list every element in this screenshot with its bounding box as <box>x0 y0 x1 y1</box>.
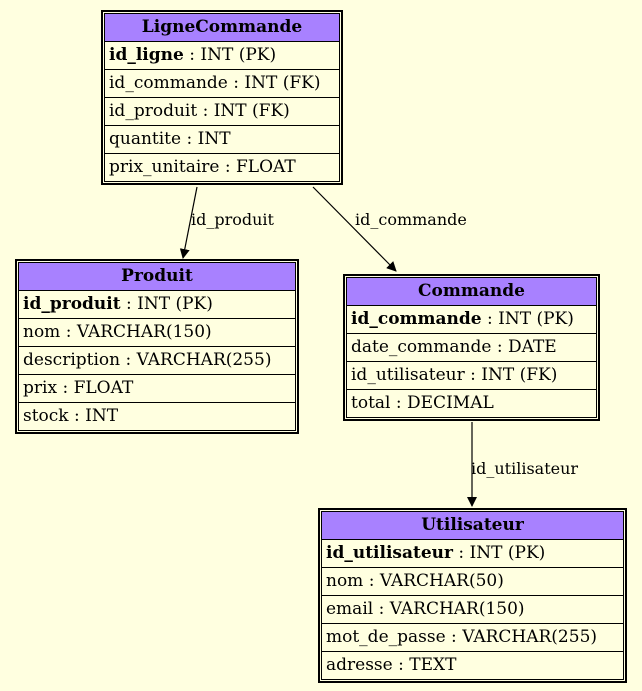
field-type: : FLOAT <box>219 157 296 177</box>
field-name: id_ligne <box>109 45 184 65</box>
table-produit: Produit id_produit : INT (PK)nom : VARCH… <box>15 259 299 434</box>
field-name: id_utilisateur <box>326 543 454 563</box>
table-row: date_commande : DATE <box>347 334 596 362</box>
edge-ligne-commande <box>312 186 397 272</box>
field-name: adresse <box>326 655 393 675</box>
table-row: id_produit : INT (FK) <box>105 98 339 126</box>
field-type: : DECIMAL <box>390 393 494 413</box>
field-type: : INT (PK) <box>481 309 574 329</box>
edge-label-id-utilisateur: id_utilisateur <box>471 459 578 478</box>
table-row: email : VARCHAR(150) <box>322 596 623 624</box>
edge-label-id-commande: id_commande <box>355 210 467 229</box>
field-name: email <box>326 599 374 619</box>
field-name: date_commande <box>351 337 492 357</box>
table-commande: Commande id_commande : INT (PK)date_comm… <box>343 274 600 421</box>
table-row: mot_de_passe : VARCHAR(255) <box>322 624 623 652</box>
table-row: id_produit : INT (PK) <box>19 291 295 319</box>
field-name: id_commande <box>351 309 482 329</box>
field-type: : DATE <box>491 337 557 357</box>
table-header: Commande <box>347 278 596 306</box>
field-name: prix_unitaire <box>109 157 220 177</box>
table-header: Produit <box>19 263 295 291</box>
field-type: : INT (PK) <box>453 543 546 563</box>
table-row: id_ligne : INT (PK) <box>105 42 339 70</box>
field-type: : INT (PK) <box>183 45 277 65</box>
edge-ligne-produit <box>179 186 198 259</box>
field-type: : VARCHAR(150) <box>60 322 212 342</box>
table-header: Utilisateur <box>322 512 623 540</box>
field-name: nom <box>326 571 364 591</box>
field-type: : INT <box>181 129 231 149</box>
field-name: total <box>351 393 391 413</box>
table-row: id_utilisateur : INT (FK) <box>347 362 596 390</box>
field-name: mot_de_passe <box>326 627 446 647</box>
field-name: id_produit <box>109 101 198 121</box>
table-header: LigneCommande <box>105 14 339 42</box>
table-row: id_utilisateur : INT (PK) <box>322 540 623 568</box>
field-name: id_utilisateur <box>351 365 465 385</box>
table-row: nom : VARCHAR(150) <box>19 319 295 347</box>
field-type: : VARCHAR(255) <box>120 350 272 370</box>
field-type: : INT (FK) <box>197 101 290 121</box>
field-name: nom <box>23 322 61 342</box>
field-type: : TEXT <box>392 655 457 675</box>
field-name: description <box>23 350 121 370</box>
field-name: quantite <box>109 129 182 149</box>
field-type: : FLOAT <box>57 378 134 398</box>
edge-label-id-produit: id_produit <box>191 210 275 229</box>
table-row: stock : INT <box>19 403 295 430</box>
field-name: id_commande <box>109 73 228 93</box>
field-type: : VARCHAR(150) <box>373 599 525 619</box>
table-row: nom : VARCHAR(50) <box>322 568 623 596</box>
table-row: adresse : TEXT <box>322 652 623 679</box>
table-row: description : VARCHAR(255) <box>19 347 295 375</box>
table-row: id_commande : INT (PK) <box>347 306 596 334</box>
field-name: id_produit <box>23 294 121 314</box>
field-type: : INT (FK) <box>464 365 558 385</box>
field-type: : INT <box>68 406 119 426</box>
table-row: total : DECIMAL <box>347 390 596 417</box>
field-type: : VARCHAR(50) <box>363 571 504 591</box>
field-name: prix <box>23 378 58 398</box>
table-row: id_commande : INT (FK) <box>105 70 339 98</box>
table-utilisateur: Utilisateur id_utilisateur : INT (PK)nom… <box>318 508 627 683</box>
field-type: : INT (FK) <box>227 73 321 93</box>
table-lignecommande: LigneCommande id_ligne : INT (PK)id_comm… <box>101 10 343 185</box>
field-name: stock <box>23 406 69 426</box>
table-row: prix_unitaire : FLOAT <box>105 154 339 181</box>
table-row: quantite : INT <box>105 126 339 154</box>
field-type: : VARCHAR(255) <box>445 627 598 647</box>
table-row: prix : FLOAT <box>19 375 295 403</box>
field-type: : INT (PK) <box>120 294 213 314</box>
